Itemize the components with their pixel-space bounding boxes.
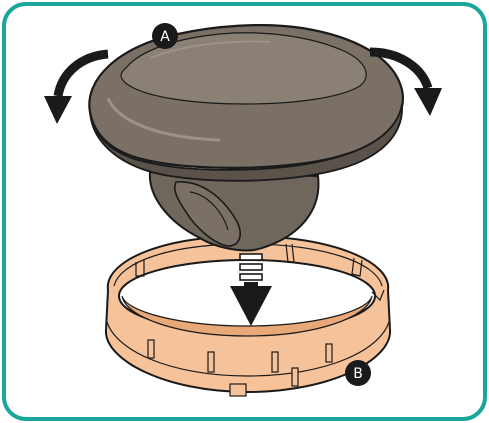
callout-a: A [152, 23, 178, 49]
callout-b-label: B [353, 366, 363, 382]
callout-b: B [345, 360, 371, 386]
callout-a-label: A [160, 29, 170, 45]
